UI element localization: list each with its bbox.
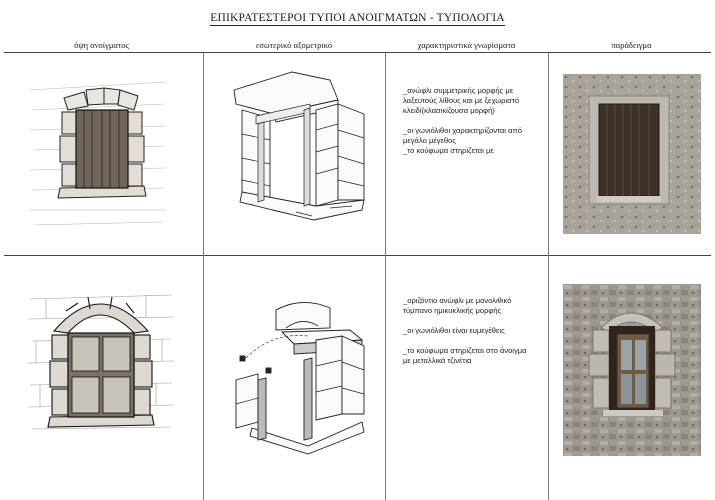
column-divider <box>385 53 386 500</box>
row2-axonometric-sketch <box>212 296 377 456</box>
row1-features: _ανώφλι συμμετρικής μορφής με λαξευτούς … <box>403 86 535 166</box>
column-divider <box>548 53 549 500</box>
feature-text: _ανώφλι συμμετρικής μορφής με λαξευτούς … <box>403 86 520 115</box>
row2-elevation-sketch <box>26 285 176 445</box>
column-header-features: χαρακτηριστικά γνωρίσματα <box>417 40 516 50</box>
table-header: όψη ανοίγματος εσωτερικό αξομετρικό χαρα… <box>0 40 715 52</box>
column-divider <box>203 53 204 500</box>
feature-text: _οριζόντιο ανώφλι με μονολιθικό τύμπανο … <box>403 296 512 315</box>
row-divider <box>4 255 711 256</box>
column-header-elevation: όψη ανοίγματος <box>74 40 129 50</box>
feature-text: _οι γωνιόλιθοι χαρακτηρίζονται από μεγάλ… <box>403 126 522 145</box>
feature-text: _το κούφωμα στηρίζεται στο άνοιγμα με με… <box>403 346 527 365</box>
column-header-example: παράδειγμα <box>611 40 652 50</box>
feature-text: _το κούφωμα στηρίζεται με <box>403 146 494 155</box>
page-title: ΕΠΙΚΡΑΤΕΣΤΕΡΟΙ ΤΥΠΟΙ ΑΝΟΙΓΜΑΤΩΝ - ΤΥΠΟΛΟ… <box>210 12 505 26</box>
feature-text: _οι γωνιόλιθοι είναι ευμεγέθεις <box>403 326 505 335</box>
row1-elevation-sketch <box>28 70 168 230</box>
row2-example-photo <box>563 284 701 456</box>
row1-example-photo <box>563 74 701 234</box>
column-header-axonometric: εσωτερικό αξομετρικό <box>255 40 333 50</box>
row1-axonometric-sketch <box>212 60 377 240</box>
row2-features: _οριζόντιο ανώφλι με μονολιθικό τύμπανο … <box>403 296 535 376</box>
header-divider <box>4 52 711 53</box>
